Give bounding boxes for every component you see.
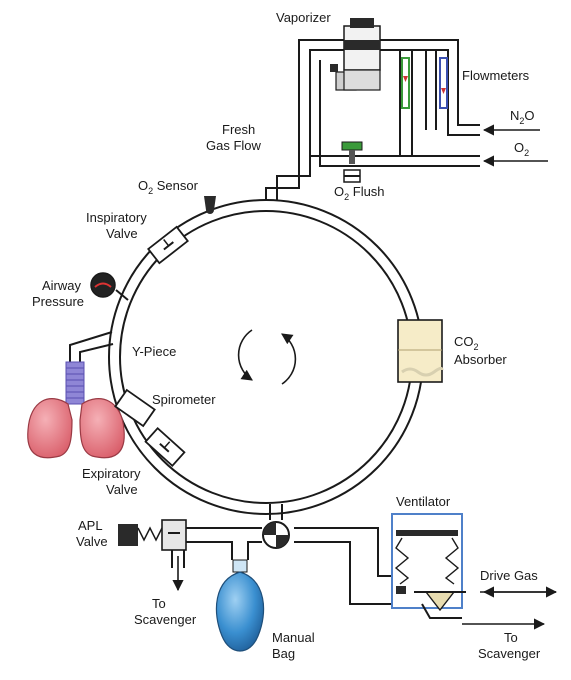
expiratory-label-2: Valve bbox=[106, 482, 138, 497]
vaporizer-icon bbox=[330, 18, 381, 91]
inspiratory-label-2: Valve bbox=[106, 226, 138, 241]
expiratory-label-1: Expiratory bbox=[82, 466, 141, 481]
lungs-icon bbox=[27, 361, 125, 459]
to-scavenger-vent-2: Scavenger bbox=[478, 646, 541, 661]
rotation-arrows-icon bbox=[237, 329, 297, 385]
to-scavenger-apl-1: To bbox=[152, 596, 166, 611]
manual-bag-label-1: Manual bbox=[272, 630, 315, 645]
manual-bag-label-2: Bag bbox=[272, 646, 295, 661]
o2-sensor-label: O2 Sensor bbox=[138, 178, 199, 196]
bellows-icon bbox=[391, 513, 466, 619]
bottom-piping bbox=[171, 504, 392, 605]
o2-sensor-o: O bbox=[138, 178, 148, 193]
ventilator-label: Ventilator bbox=[396, 494, 451, 509]
o2-flush-o: O bbox=[334, 184, 344, 199]
inspiratory-valve-icon bbox=[147, 225, 189, 265]
n2o-label-n: N bbox=[510, 108, 519, 123]
gauge-icon bbox=[90, 272, 129, 301]
airway-label-2: Pressure bbox=[32, 294, 84, 309]
n2o-label: N2O bbox=[510, 108, 535, 126]
airway-label-1: Airway bbox=[42, 278, 82, 293]
o2-flush-sub: 2 bbox=[344, 192, 349, 202]
n2o-label-sub: 2 bbox=[519, 116, 524, 126]
apl-label-1: APL bbox=[78, 518, 103, 533]
co2-absorber-label: Absorber bbox=[454, 352, 507, 367]
co2-absorber-icon bbox=[397, 319, 444, 383]
o2-label-sub: 2 bbox=[524, 148, 529, 158]
co2-label-co: CO bbox=[454, 334, 474, 349]
bag-ventilator-selector-icon bbox=[262, 521, 290, 549]
fresh-gas-label-1: Fresh bbox=[222, 122, 255, 137]
flowmeter-icon bbox=[401, 57, 448, 109]
flowmeters-label: Flowmeters bbox=[462, 68, 530, 83]
inspiratory-label-1: Inspiratory bbox=[86, 210, 147, 225]
expiratory-valve-icon bbox=[144, 426, 186, 468]
bag-icon bbox=[215, 559, 265, 652]
o2-sensor-end: Sensor bbox=[153, 178, 198, 193]
to-scavenger-vent-1: To bbox=[504, 630, 518, 645]
co2-label: CO2 bbox=[454, 334, 479, 352]
o2-flush-label: O2 Flush bbox=[334, 184, 385, 202]
co2-label-sub: 2 bbox=[474, 342, 479, 352]
spirometer-icon bbox=[114, 388, 156, 428]
to-scavenger-apl-2: Scavenger bbox=[134, 612, 197, 627]
vaporizer-label: Vaporizer bbox=[276, 10, 331, 25]
o2-sensor-icon bbox=[204, 196, 216, 214]
o2-flush-end: Flush bbox=[349, 184, 384, 199]
spirometer-label: Spirometer bbox=[152, 392, 216, 407]
fresh-gas-label-2: Gas Flow bbox=[206, 138, 262, 153]
ypiece-label: Y-Piece bbox=[132, 344, 176, 359]
drive-gas-label: Drive Gas bbox=[480, 568, 538, 583]
o2-sensor-sub: 2 bbox=[148, 186, 153, 196]
apl-valve-icon bbox=[118, 519, 187, 551]
y-piece-tube bbox=[69, 331, 114, 362]
n2o-label-o: O bbox=[524, 108, 534, 123]
o2-label: O2 bbox=[514, 140, 529, 158]
o2-flush-valve-icon bbox=[341, 141, 363, 183]
apl-label-2: Valve bbox=[76, 534, 108, 549]
o2-label-o: O bbox=[514, 140, 524, 155]
